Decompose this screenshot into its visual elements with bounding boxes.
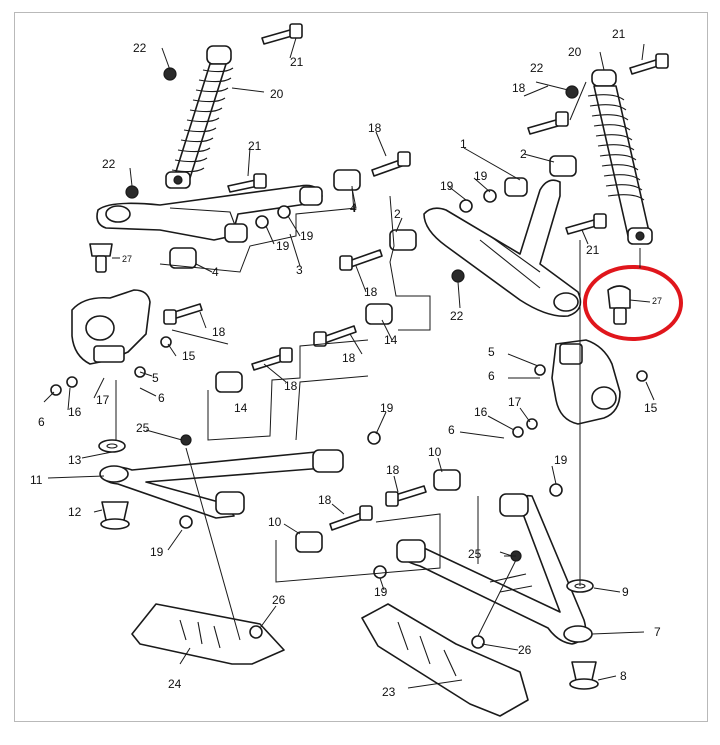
- callout-18: 18: [342, 351, 356, 365]
- callout-18: 18: [212, 325, 226, 339]
- callout-18: 18: [386, 463, 400, 477]
- callout-22: 22: [450, 309, 464, 323]
- callout-18: 18: [364, 285, 378, 299]
- callout-20: 20: [270, 87, 284, 101]
- callout-25: 25: [136, 421, 150, 435]
- callout-10: 10: [268, 515, 282, 529]
- callout-6: 6: [488, 369, 495, 383]
- callout-10: 10: [428, 445, 442, 459]
- callout-19: 19: [440, 179, 454, 193]
- callout-14: 14: [384, 333, 398, 347]
- callout-6: 6: [448, 423, 455, 437]
- callout-23: 23: [382, 685, 396, 699]
- nuts: [50, 67, 648, 649]
- callout-6: 6: [38, 415, 45, 429]
- callout-2: 2: [394, 207, 401, 221]
- callout-19: 19: [300, 229, 314, 243]
- callout-13: 13: [68, 453, 82, 467]
- callout-19: 19: [374, 585, 388, 599]
- callout-27: 27: [122, 254, 132, 264]
- callout-18: 18: [284, 379, 298, 393]
- right-skid-guard: [361, 603, 529, 717]
- callout-15: 15: [182, 349, 196, 363]
- callout-15: 15: [644, 401, 658, 415]
- left-lower-ball-joint: [100, 501, 130, 530]
- callout-11: 11: [30, 473, 43, 487]
- left-lower-a-arm: [99, 449, 344, 519]
- left-shock-absorber: [165, 45, 234, 189]
- bushing-set: [169, 155, 577, 553]
- right-shock-absorber: [587, 69, 653, 245]
- callout-19: 19: [380, 401, 394, 415]
- callout-16: 16: [474, 405, 488, 419]
- callout-17: 17: [96, 393, 110, 407]
- callout-leaders: [43, 37, 655, 689]
- callout-3: 3: [296, 263, 303, 277]
- right-steering-knuckle: [551, 339, 621, 425]
- callout-5: 5: [488, 345, 495, 359]
- callout-2: 2: [520, 147, 527, 161]
- callout-17: 17: [508, 395, 522, 409]
- callout-14: 14: [234, 401, 248, 415]
- callout-5: 5: [152, 371, 159, 385]
- callout-26: 26: [518, 643, 532, 657]
- callout-21: 21: [290, 55, 304, 69]
- washers: [98, 439, 594, 593]
- callout-22: 22: [530, 61, 544, 75]
- callout-18: 18: [318, 493, 332, 507]
- callout-1: 1: [460, 137, 467, 151]
- callout-6: 6: [158, 391, 165, 405]
- left-upper-a-arm: [96, 184, 323, 243]
- callout-25: 25: [468, 547, 482, 561]
- callout-26: 26: [272, 593, 286, 607]
- bolts: [163, 23, 669, 531]
- callout-21: 21: [248, 139, 262, 153]
- callout-20: 20: [568, 45, 582, 59]
- right-lower-a-arm: [396, 493, 593, 645]
- callout-19: 19: [150, 545, 164, 559]
- callout-21: 21: [586, 243, 600, 257]
- left-skid-guard: [131, 603, 285, 665]
- callout-18: 18: [512, 81, 526, 95]
- callout-22: 22: [102, 157, 116, 171]
- left-steering-knuckle: [71, 289, 151, 365]
- callout-8: 8: [620, 669, 627, 683]
- callout-4: 4: [212, 265, 219, 279]
- right-upper-a-arm: [423, 177, 582, 317]
- callout-19: 19: [276, 239, 290, 253]
- callout-21: 21: [612, 27, 626, 41]
- callout-19: 19: [554, 453, 568, 467]
- callout-22: 22: [133, 41, 147, 55]
- callout-4: 4: [350, 201, 357, 215]
- reference-lines: [115, 187, 641, 641]
- right-ball-joint: [607, 285, 631, 325]
- right-lower-ball-joint: [569, 661, 599, 690]
- highlight-circle: [583, 265, 683, 341]
- callout-labels: 22 21 20 21 22 18 4 3 4 19 19 27 18 15 5…: [30, 27, 662, 699]
- callout-19: 19: [474, 169, 488, 183]
- callout-9: 9: [622, 585, 629, 599]
- callout-18: 18: [368, 121, 382, 135]
- left-ball-joint: [89, 243, 113, 273]
- callout-16: 16: [68, 405, 82, 419]
- callout-7: 7: [654, 625, 661, 639]
- callout-27: 27: [652, 296, 662, 306]
- callout-24: 24: [168, 677, 182, 691]
- callout-12: 12: [68, 505, 82, 519]
